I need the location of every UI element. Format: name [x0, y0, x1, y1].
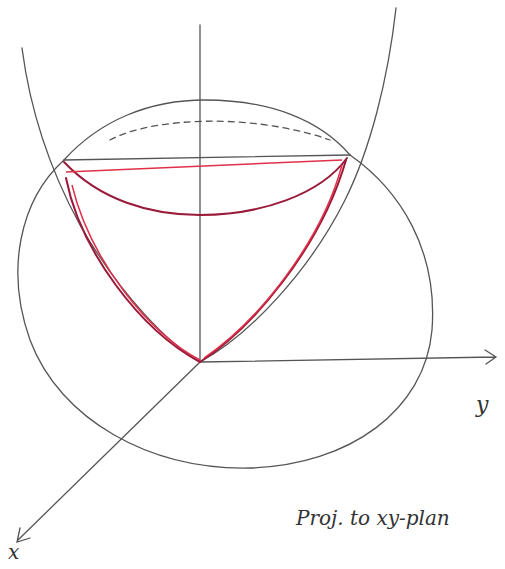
z-axis [199, 25, 200, 362]
axis-label: y [476, 392, 488, 417]
red-chord [66, 160, 342, 172]
red-curve [72, 165, 342, 360]
note-text: Proj. to xy-plan [296, 506, 450, 530]
axis-label: x [8, 540, 19, 564]
sphere-outline [18, 155, 433, 468]
paraboloid-right [200, 8, 396, 362]
y-axis [200, 350, 496, 364]
x-axis [17, 362, 200, 542]
ellipse-front [64, 158, 347, 215]
ellipse-back [64, 155, 350, 160]
inner-paraboloid [66, 160, 346, 362]
hidden-arc [110, 121, 330, 140]
paraboloid-left [22, 48, 200, 362]
sphere-cap [64, 100, 350, 160]
